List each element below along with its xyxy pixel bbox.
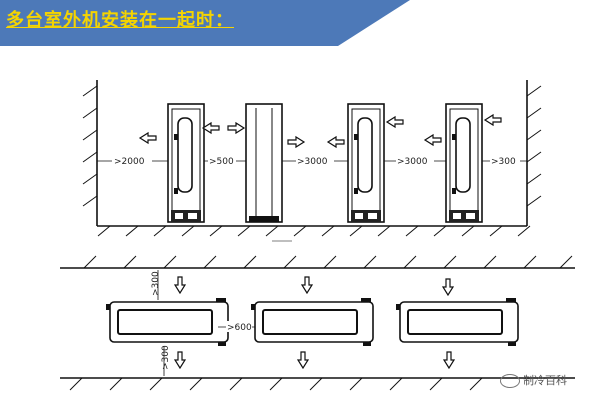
page-title: 多台室外机安装在一起时： [6,10,234,31]
airflow-arrow-right [287,136,305,148]
outdoor-unit-2 [245,103,283,223]
clearance-label: >300 [491,157,516,167]
ground-hatching [97,225,531,237]
watermark-text: 制冷百科 [523,374,567,387]
clearance-label: >3000 [397,157,428,167]
airflow-arrow-left [327,136,345,148]
airflow-arrow-left [424,134,442,146]
front-view: >2000 >500 >3000 >3000 >300 [82,80,542,242]
clearance-label: >2000 [114,157,145,167]
header-banner [0,0,410,46]
outdoor-unit-4 [445,103,483,223]
airflow-arrow-right [227,122,245,134]
wechat-icon [500,374,520,388]
top-wall-hatching [83,255,573,269]
airflow-arrow-down [297,351,309,369]
outdoor-unit-top-1 [105,297,229,347]
watermark: 制冷百科 [500,372,567,388]
outdoor-unit-top-3 [395,297,519,347]
bottom-wall-hatching [69,377,483,391]
airflow-arrow-left [202,122,220,134]
clearance-label-between: >600 [227,323,252,333]
airflow-arrow-down [442,278,454,296]
airflow-arrow-down [301,276,313,294]
wall-hatching [82,85,542,207]
outdoor-unit-top-2 [250,297,374,347]
top-view: >300 >300 >600 [60,255,575,391]
outdoor-unit-1 [167,103,205,223]
outdoor-unit-3 [347,103,385,223]
airflow-arrow-left [386,116,404,128]
airflow-arrow-down [443,351,455,369]
airflow-arrow-down [174,276,186,294]
clearance-label-top: >300 [151,271,161,296]
clearance-label: >3000 [297,157,328,167]
airflow-arrow-left [484,114,502,126]
clearance-label-bottom: >300 [161,345,171,370]
airflow-arrow-down [174,351,186,369]
airflow-arrow-left [139,132,157,144]
clearance-label: >500 [209,157,234,167]
